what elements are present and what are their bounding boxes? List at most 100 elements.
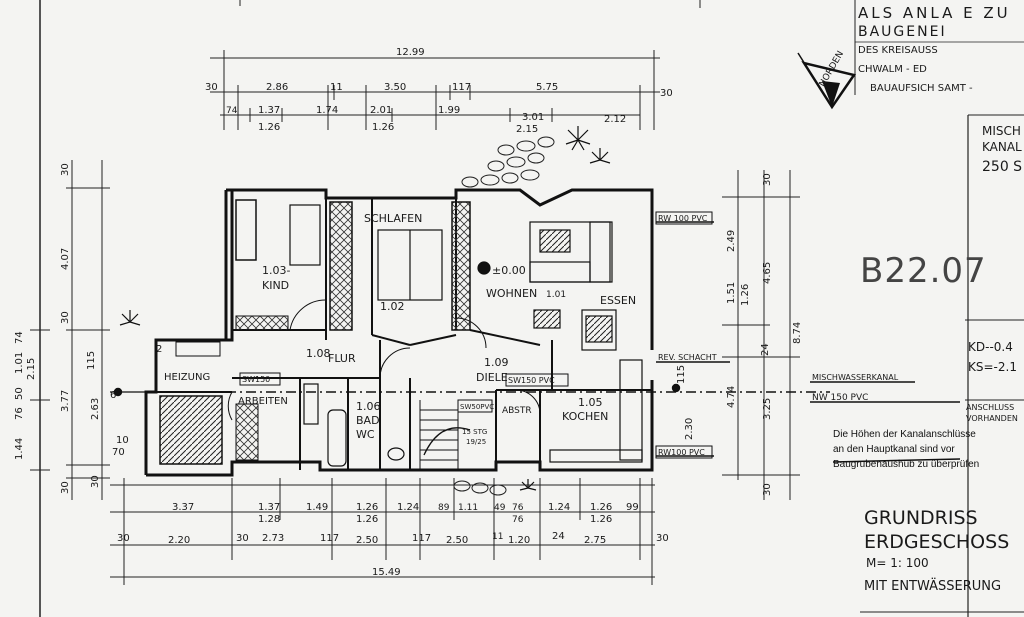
room-wohnen: WOHNEN bbox=[486, 287, 537, 300]
right-notes: MISCH KANAL 250 S B22.07 KD--0.4 KS=-2.1… bbox=[860, 124, 1022, 423]
svg-text:2.73: 2.73 bbox=[262, 533, 284, 544]
svg-text:1.26: 1.26 bbox=[590, 502, 612, 513]
dimension-chain-top bbox=[210, 50, 660, 130]
svg-text:2.75: 2.75 bbox=[584, 535, 606, 546]
svg-text:1.51: 1.51 bbox=[726, 282, 737, 304]
svg-text:30: 30 bbox=[656, 533, 669, 544]
title-line-2: ERDGESCHOSS bbox=[864, 531, 1009, 553]
room-diele-number: 1.09 bbox=[484, 356, 509, 369]
svg-text:117: 117 bbox=[412, 533, 431, 544]
svg-text:2.20: 2.20 bbox=[168, 535, 190, 546]
svg-text:3.50: 3.50 bbox=[384, 82, 406, 93]
room-schlafen: SCHLAFEN bbox=[364, 212, 422, 225]
notice-line-3: Baugrubenaushub zu überprüfen bbox=[833, 459, 979, 470]
svg-text:1.20: 1.20 bbox=[508, 535, 530, 546]
notice-line-2: an den Hauptkanal sind vor bbox=[833, 444, 955, 455]
svg-text:2: 2 bbox=[156, 344, 162, 355]
svg-text:1.28: 1.28 bbox=[258, 514, 280, 525]
dimension-chain-left bbox=[30, 160, 110, 500]
svg-text:30: 30 bbox=[660, 88, 673, 99]
title-subtitle: MIT ENTWÄSSERUNG bbox=[864, 578, 1001, 594]
svg-text:30: 30 bbox=[90, 475, 101, 488]
living-furniture bbox=[477, 221, 617, 351]
room-diele: DIELE bbox=[476, 371, 508, 384]
dimension-chain-bottom bbox=[110, 478, 655, 585]
note-anschluss-2: VORHANDEN bbox=[966, 414, 1018, 423]
svg-text:2.49: 2.49 bbox=[726, 230, 737, 252]
svg-text:1.26: 1.26 bbox=[356, 514, 378, 525]
svg-text:4.65: 4.65 bbox=[762, 262, 773, 284]
room-wc: WC bbox=[356, 428, 375, 441]
svg-text:1.26: 1.26 bbox=[258, 122, 280, 133]
north-arrow-icon: NORDEN bbox=[797, 50, 857, 110]
svg-text:10: 10 bbox=[116, 435, 129, 446]
svg-text:1.44: 1.44 bbox=[14, 438, 25, 460]
room-flur-number: 1.08 bbox=[306, 347, 331, 360]
svg-text:1.74: 1.74 bbox=[316, 105, 338, 116]
dimension-labels-right: 30 2.49 4.65 1.51 1.26 8.74 24 4.74 3.25… bbox=[676, 173, 803, 496]
svg-text:1.26: 1.26 bbox=[372, 122, 394, 133]
room-flur: FLUR bbox=[328, 352, 356, 365]
svg-text:11: 11 bbox=[492, 532, 503, 542]
dimension-labels-top: 12.99 30 2.86 11 3.50 117 5.75 30 74 1.3… bbox=[205, 47, 673, 135]
heating-boiler bbox=[159, 341, 259, 465]
room-abstr: ABSTR bbox=[502, 406, 532, 416]
note-kd: KD--0.4 bbox=[968, 340, 1013, 354]
svg-text:24: 24 bbox=[552, 531, 565, 542]
room-wohnen-number: 1.01 bbox=[546, 290, 566, 300]
room-heizung: HEIZUNG bbox=[164, 372, 210, 383]
pipe-label-mischwasserkanal: MISCHWASSERKANAL bbox=[812, 373, 899, 382]
room-essen: ESSEN bbox=[600, 294, 636, 307]
svg-text:3.37: 3.37 bbox=[172, 502, 194, 513]
svg-text:5.75: 5.75 bbox=[536, 82, 558, 93]
svg-text:30: 30 bbox=[205, 82, 218, 93]
svg-text:50: 50 bbox=[14, 387, 25, 400]
pipe-label-rw-top: RW 100 PVC bbox=[658, 214, 708, 223]
svg-text:11: 11 bbox=[330, 82, 343, 93]
svg-text:99: 99 bbox=[626, 502, 639, 513]
svg-text:1.24: 1.24 bbox=[397, 502, 419, 513]
room-schlafen-number: 1.02 bbox=[380, 300, 405, 313]
svg-text:74: 74 bbox=[226, 106, 238, 116]
interior-walls bbox=[156, 198, 652, 470]
pipe-label-sw-flur: SW150 bbox=[242, 375, 270, 384]
svg-text:2.86: 2.86 bbox=[266, 82, 288, 93]
title-block: GRUNDRISS ERDGESCHOSS M= 1: 100 MIT ENTW… bbox=[864, 507, 1009, 594]
dimension-labels-left: 30 4.07 30 3.77 2.63 30 30 1.44 76 50 1.… bbox=[14, 163, 162, 494]
svg-text:1.26: 1.26 bbox=[590, 514, 612, 525]
svg-text:8.74: 8.74 bbox=[792, 322, 803, 344]
plant-icon bbox=[119, 126, 611, 491]
stamp-line-3: DES KREISAUSS bbox=[858, 45, 938, 56]
svg-text:2.01: 2.01 bbox=[370, 105, 392, 116]
staircase bbox=[419, 400, 494, 471]
svg-text:2.50: 2.50 bbox=[356, 535, 378, 546]
svg-text:6: 6 bbox=[110, 390, 116, 401]
pipe-label-rev-schacht: REV. SCHACHT bbox=[658, 353, 717, 362]
note-ks: KS=-2.1 bbox=[968, 360, 1017, 374]
svg-text:1.37: 1.37 bbox=[258, 502, 280, 513]
pipe-labels: RW 100 PVC REV. SCHACHT SW150 PVC RW100 … bbox=[239, 211, 899, 459]
svg-text:3.01: 3.01 bbox=[522, 112, 544, 123]
approval-stamp: ALS ANLA E ZU BAUGENEI DES KREISAUSS CHW… bbox=[854, 0, 1024, 95]
svg-text:2.30: 2.30 bbox=[684, 418, 695, 440]
dimension-labels-bottom: 3.37 1.37 1.28 1.49 1.26 1.26 1.24 89 1.… bbox=[117, 502, 669, 578]
dimension-chain-right bbox=[722, 170, 800, 500]
room-kind: KIND bbox=[262, 279, 289, 292]
pipe-label-rw-bottom: RW100 PVC bbox=[658, 448, 705, 457]
built-in-cabinets bbox=[235, 199, 471, 331]
svg-text:76: 76 bbox=[512, 515, 524, 525]
title-line-1: GRUNDRISS bbox=[864, 507, 978, 529]
note-anschluss-1: ANSCHLUSS bbox=[966, 403, 1014, 412]
svg-text:115: 115 bbox=[86, 351, 97, 370]
pipe-label-nw150: NW 150 PVC bbox=[812, 393, 868, 403]
svg-text:1.37: 1.37 bbox=[258, 105, 280, 116]
svg-text:117: 117 bbox=[452, 82, 471, 93]
note-misch-2: KANAL bbox=[982, 140, 1022, 154]
note-misch-3: 250 S bbox=[982, 159, 1022, 175]
svg-text:2.63: 2.63 bbox=[90, 398, 101, 420]
svg-text:76: 76 bbox=[512, 503, 524, 513]
stamp-line-1: ALS ANLA E ZU bbox=[858, 4, 1011, 22]
room-kochen-number: 1.05 bbox=[578, 396, 603, 409]
svg-text:3.77: 3.77 bbox=[60, 390, 71, 412]
